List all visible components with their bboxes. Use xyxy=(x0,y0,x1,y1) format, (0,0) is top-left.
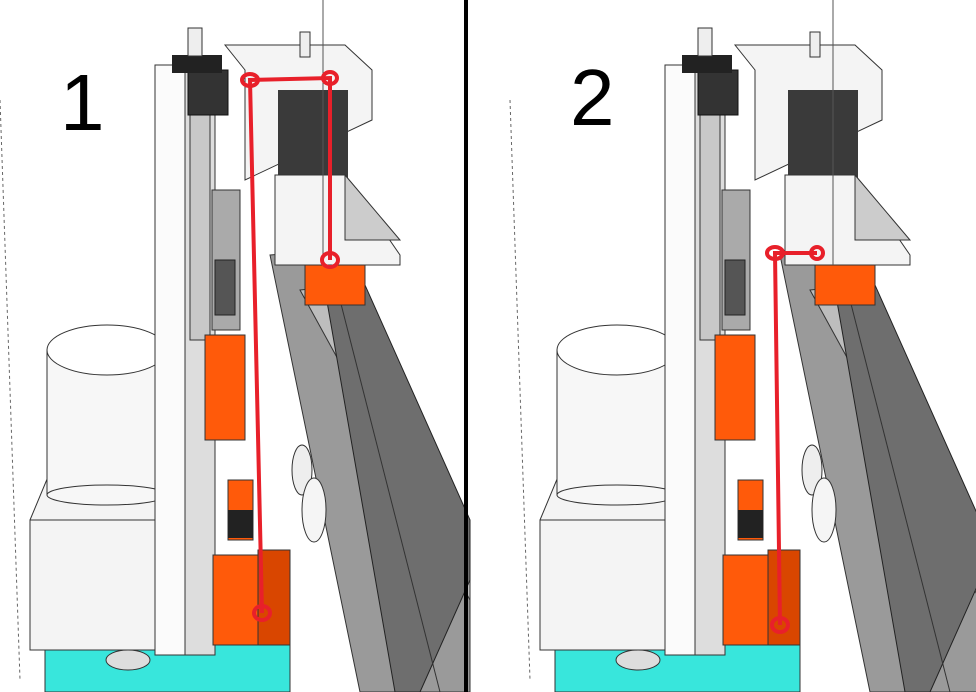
path-node xyxy=(240,72,260,88)
path-node xyxy=(252,604,272,622)
highlight-line xyxy=(772,251,817,626)
path-node xyxy=(770,616,790,634)
panel-2: 2 xyxy=(509,0,976,692)
path-node xyxy=(320,251,340,269)
panel-label: 1 xyxy=(60,58,105,147)
highlight-path xyxy=(765,245,825,634)
path-node xyxy=(321,70,339,86)
highlight-line xyxy=(247,75,332,614)
path-node xyxy=(765,245,785,261)
panel-divider xyxy=(464,0,468,692)
panel-label: 2 xyxy=(570,53,615,142)
panel-1: 1 xyxy=(0,0,471,692)
path-node xyxy=(809,245,825,261)
highlight-path xyxy=(240,70,340,622)
